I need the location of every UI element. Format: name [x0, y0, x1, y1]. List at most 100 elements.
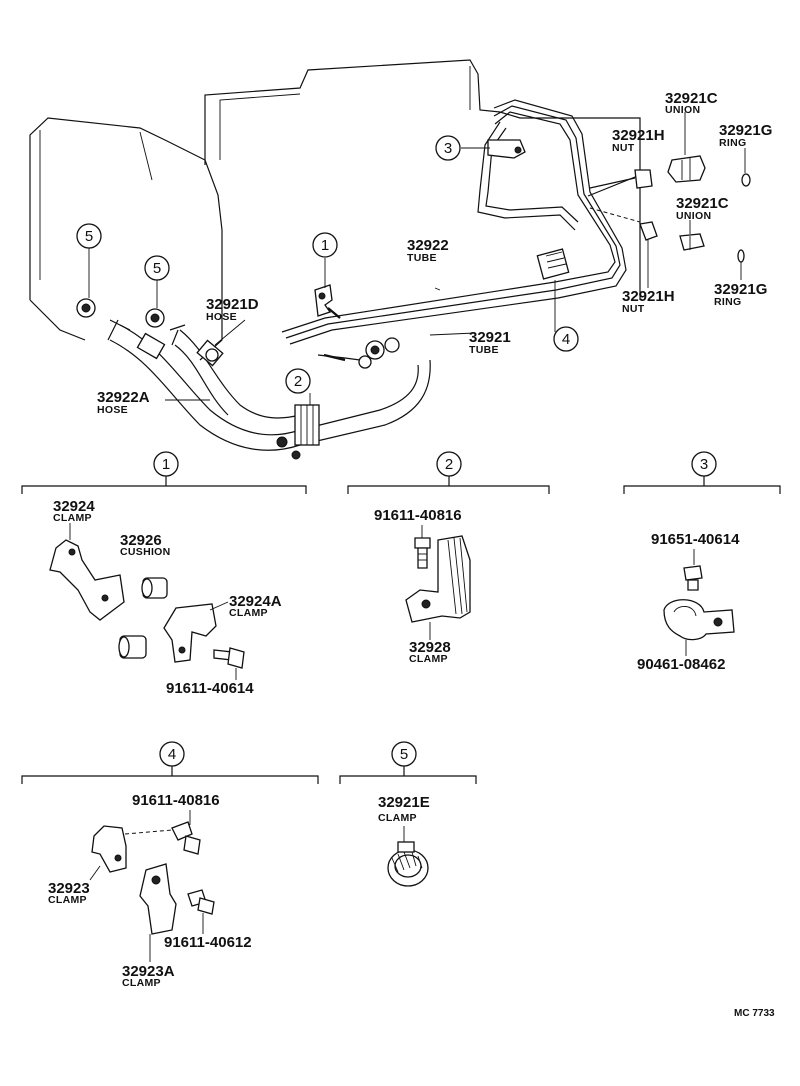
tube-clamp-1 [314, 284, 333, 317]
svg-text:CLAMP: CLAMP [53, 512, 92, 524]
marker-3: 3 [435, 135, 461, 161]
svg-text:32921D: 32921D [206, 296, 259, 313]
hose-assembly [107, 319, 431, 451]
svg-text:32921G: 32921G [714, 281, 767, 298]
svg-text:90461-08462: 90461-08462 [637, 656, 725, 673]
detail-2: 2 91611-40816 32928 CLAMP [347, 451, 550, 665]
part-91611-40612-bolt [187, 889, 215, 915]
svg-text:91611-40612: 91611-40612 [164, 934, 252, 951]
svg-text:NUT: NUT [622, 303, 645, 315]
svg-text:5: 5 [85, 228, 93, 245]
part-32921e-hose-clamp [387, 841, 429, 887]
center-fittings [358, 337, 400, 369]
svg-text:UNION: UNION [676, 210, 711, 222]
part-91651-40614-bolt [683, 565, 703, 591]
callout-32921g-upper: 32921G RING [719, 122, 772, 149]
svg-text:CLAMP: CLAMP [378, 812, 417, 824]
part-91611-40816-bolt [414, 537, 431, 569]
svg-text:3: 3 [700, 456, 708, 473]
detail-5: 5 32921E CLAMP [339, 741, 477, 887]
svg-text:3: 3 [444, 140, 452, 157]
tube-bundle [281, 99, 641, 345]
svg-text:RING: RING [719, 137, 746, 149]
main-assembly: 3 5 5 1 4 2 32921C UNION 32921H NUT [29, 59, 772, 460]
svg-text:4: 4 [562, 331, 570, 348]
part-91611-40816-bolt-d4 [171, 821, 201, 855]
svg-text:32923A: 32923A [122, 963, 175, 980]
part-91611-40614-bolt [213, 647, 245, 669]
svg-text:32926: 32926 [120, 532, 162, 549]
svg-text:NUT: NUT [612, 142, 635, 154]
marker-5a: 5 [76, 223, 102, 249]
svg-text:CLAMP: CLAMP [229, 607, 268, 619]
part-32928-clamp [405, 535, 471, 623]
callout-32922: 32922 TUBE [407, 237, 449, 264]
part-32926-cushion [118, 577, 168, 659]
svg-text:1: 1 [162, 456, 170, 473]
svg-text:32922: 32922 [407, 237, 449, 254]
engine-block-inner [219, 66, 471, 160]
part-32924-bracket [49, 539, 125, 621]
svg-text:32921G: 32921G [719, 122, 772, 139]
callout-32921c-lower: 32921C UNION [676, 195, 729, 222]
svg-text:91611-40816: 91611-40816 [132, 792, 220, 809]
svg-text:2: 2 [445, 456, 453, 473]
callout-32921c-upper: 32921C UNION [665, 90, 718, 116]
svg-text:32921C: 32921C [676, 195, 729, 212]
leader-lines [88, 112, 746, 405]
svg-text:32921H: 32921H [612, 127, 665, 144]
transmission-inner [39, 130, 153, 280]
detail-1: 1 32924 CLAMP 32926 CUSHION 32924A CLAMP [21, 451, 307, 697]
callout-32921h-upper: 32921H NUT [612, 127, 665, 154]
hose-clamp-2 [276, 404, 320, 460]
svg-text:91651-40614: 91651-40614 [651, 531, 740, 548]
part-32923a-clamp [139, 863, 177, 935]
detail-3: 3 91651-40614 90461-08462 [623, 451, 781, 673]
marker-5b: 5 [144, 255, 170, 281]
callout-32921: 32921 TUBE [469, 329, 511, 356]
svg-text:32928: 32928 [409, 639, 451, 656]
svg-text:TUBE: TUBE [469, 344, 499, 356]
svg-text:UNION: UNION [665, 104, 700, 116]
svg-text:HOSE: HOSE [97, 404, 128, 416]
svg-text:32921C: 32921C [665, 90, 718, 107]
union-nut-ring-lower [589, 207, 745, 263]
tube-clamp-4 [536, 248, 570, 280]
svg-text:32923: 32923 [48, 880, 90, 897]
callout-32921h-lower: 32921H NUT [622, 288, 675, 315]
svg-text:TUBE: TUBE [407, 252, 437, 264]
svg-text:32921: 32921 [469, 329, 511, 346]
svg-text:CLAMP: CLAMP [48, 894, 87, 906]
part-90461-08462-clamp [663, 599, 735, 641]
part-32923-clamp [91, 825, 127, 873]
svg-text:91611-40816: 91611-40816 [374, 507, 462, 524]
catalog-code: MC 7733 [734, 1008, 775, 1019]
marker-1: 1 [312, 232, 338, 258]
svg-text:1: 1 [321, 237, 329, 254]
tube-clamp-3 [487, 139, 526, 159]
callout-32921g-lower: 32921G RING [714, 281, 767, 308]
svg-text:CUSHION: CUSHION [120, 546, 171, 558]
svg-text:RING: RING [714, 296, 741, 308]
svg-text:32921E: 32921E [378, 794, 430, 811]
marker-2: 2 [285, 368, 311, 394]
marker-4: 4 [553, 326, 579, 352]
transmission-outline [29, 117, 223, 361]
part-32924a-clamp [163, 603, 217, 663]
callout-32921d: 32921D HOSE [206, 296, 259, 323]
svg-text:CLAMP: CLAMP [409, 653, 448, 665]
svg-text:32921H: 32921H [622, 288, 675, 305]
callout-32922a: 32922A HOSE [97, 389, 150, 416]
svg-text:HOSE: HOSE [206, 311, 237, 323]
svg-text:5: 5 [153, 260, 161, 277]
detail-4: 4 91611-40816 32923 CLAMP 32923A CLAMP 9… [21, 741, 319, 989]
svg-text:32922A: 32922A [97, 389, 150, 406]
union-nut-ring-upper [589, 155, 751, 189]
svg-text:32924A: 32924A [229, 593, 282, 610]
hose-clamps-5 [76, 298, 219, 362]
svg-text:5: 5 [400, 746, 408, 763]
svg-text:CLAMP: CLAMP [122, 977, 161, 989]
svg-text:4: 4 [168, 746, 176, 763]
svg-text:91611-40614: 91611-40614 [166, 680, 254, 697]
